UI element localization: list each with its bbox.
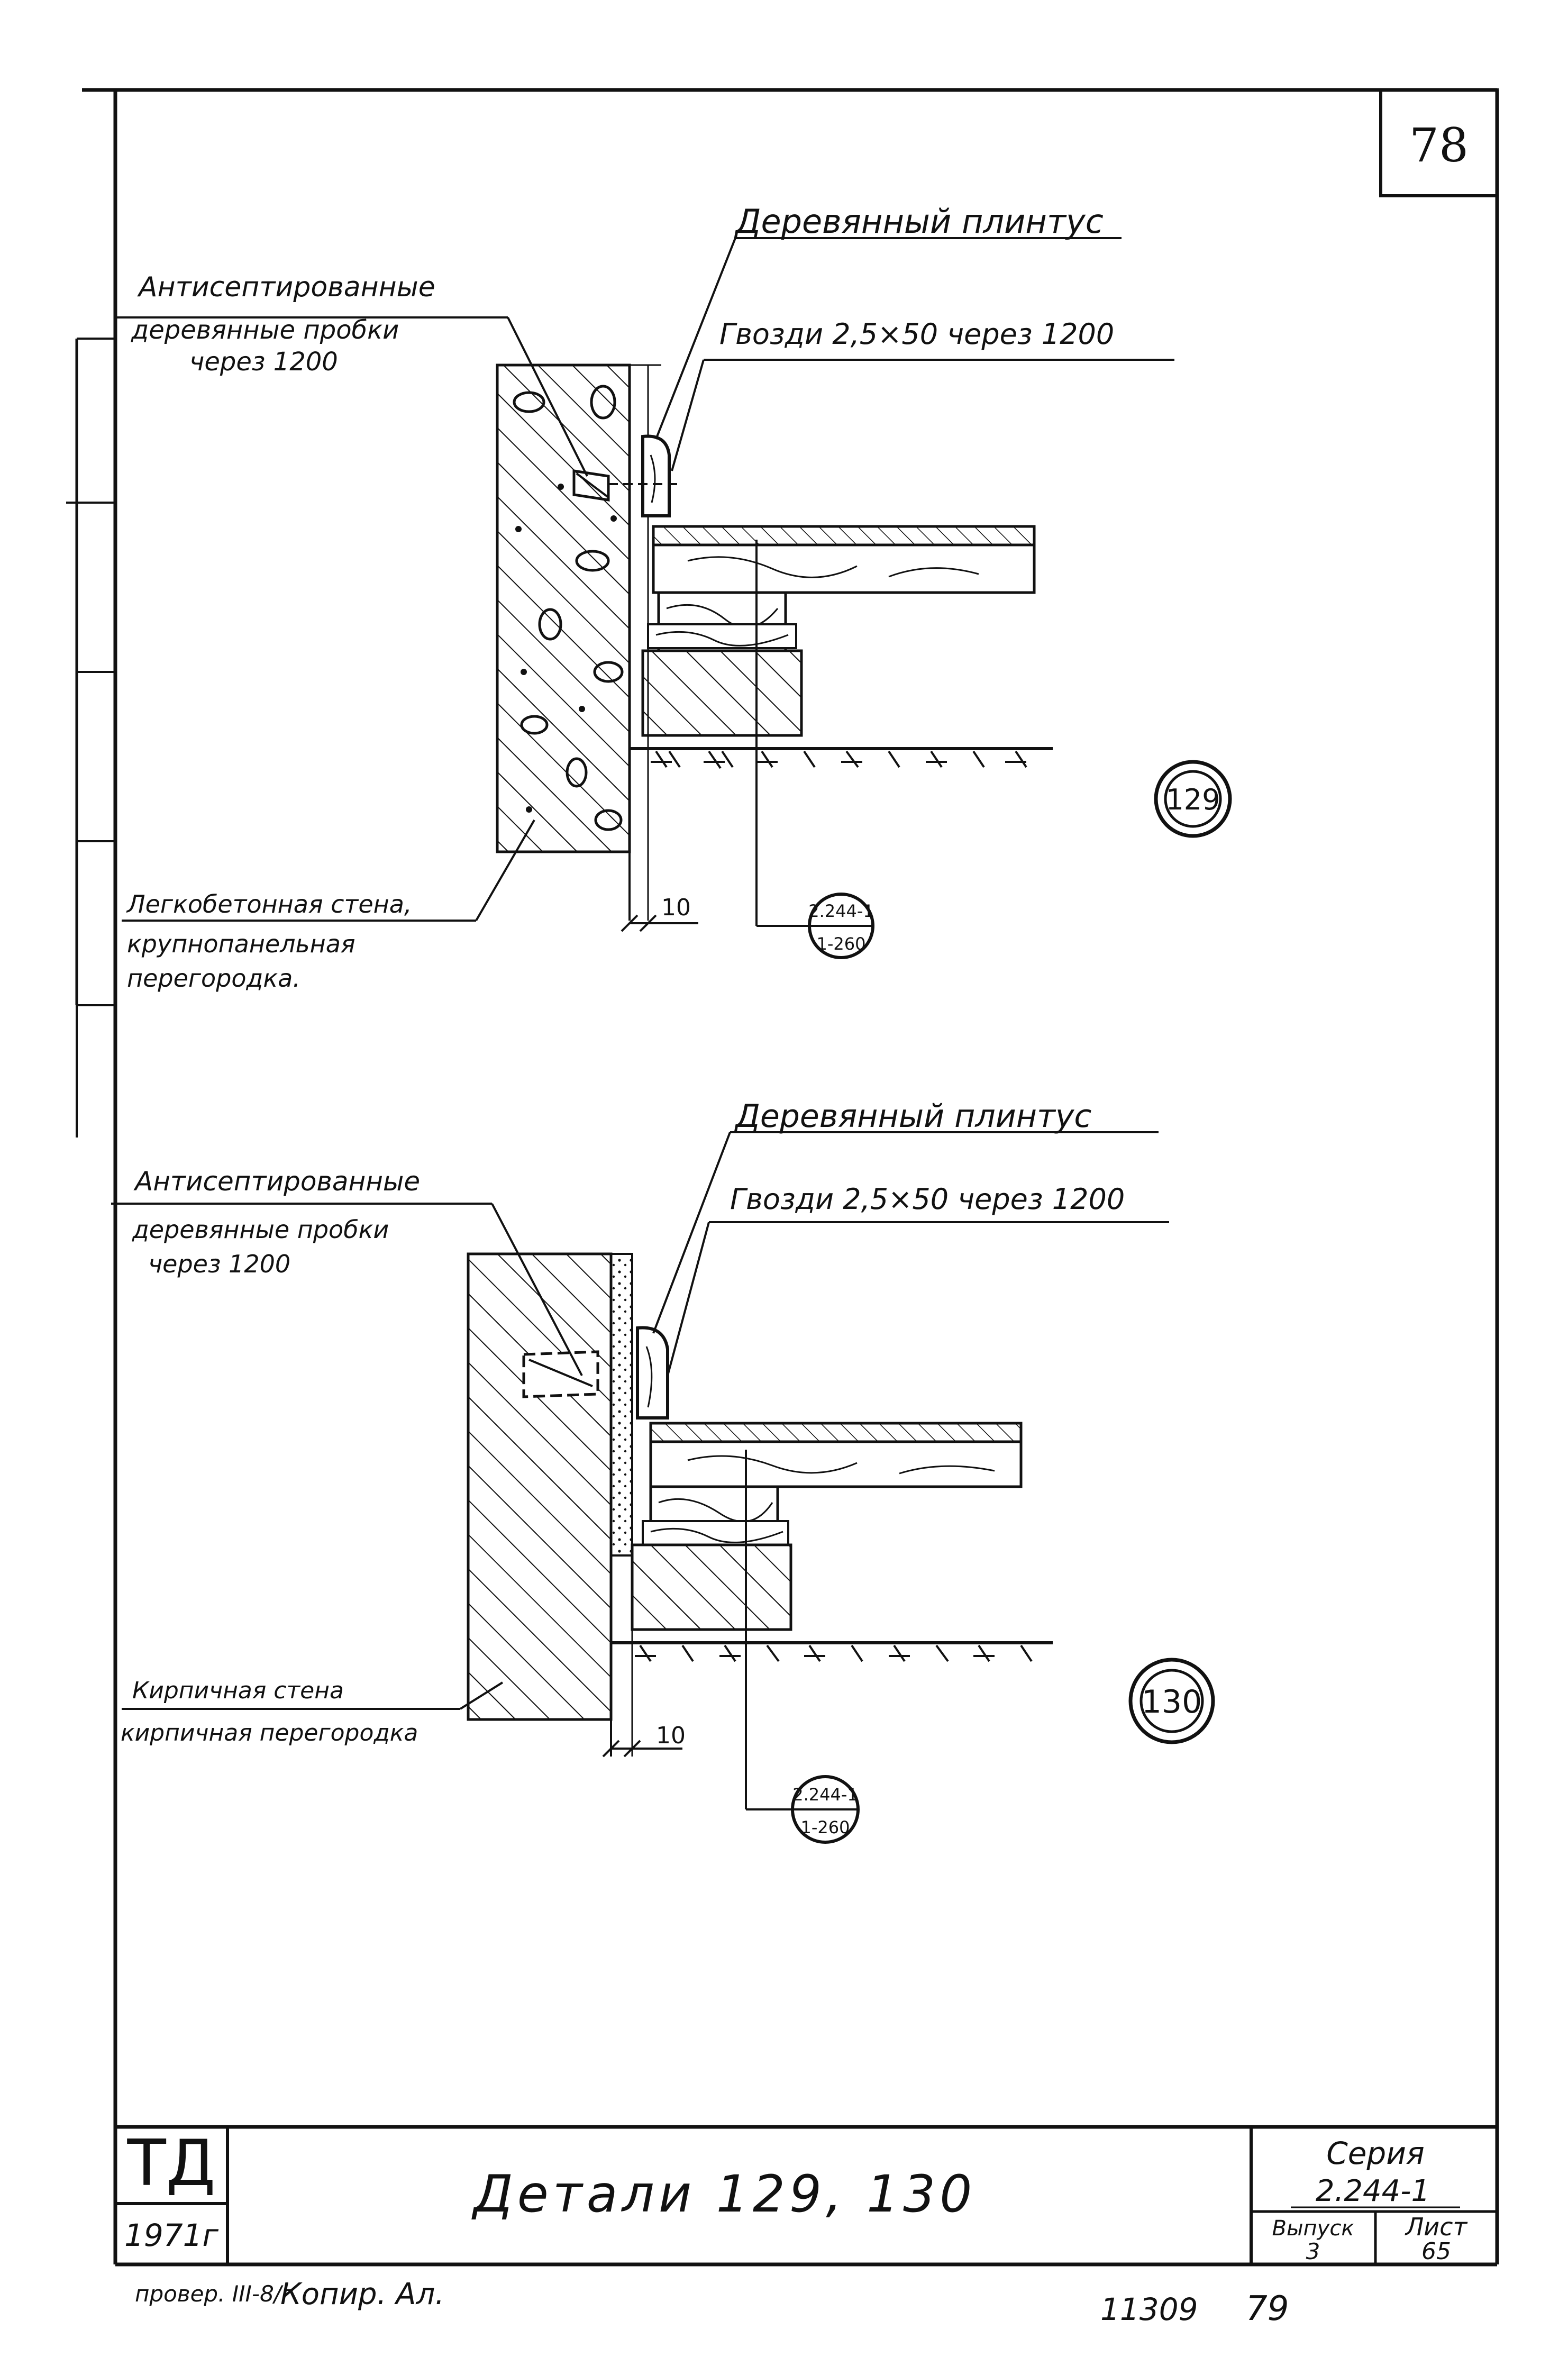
wall-label-130-line1: Кирпичная стена: [132, 1677, 344, 1704]
wall-label-130-line2: кирпичная перегородка: [121, 1719, 418, 1746]
issue-label: Выпуск: [1272, 2216, 1354, 2241]
sheet-title: Детали 129, 130: [471, 2164, 977, 2224]
floor-finish-130: [649, 1422, 1023, 1443]
wall-label-129-line2: крупнопанельная: [127, 930, 355, 958]
plaster-130: [610, 1253, 633, 1557]
sheet-value: 65: [1421, 2238, 1451, 2265]
floor-finish-129: [652, 525, 1036, 547]
wooden-plug-130: [522, 1350, 599, 1398]
svg-text:1-260: 1-260: [801, 1817, 850, 1837]
sheet-label: Лист: [1405, 2213, 1468, 2241]
detail-circle-130: 130: [1128, 1658, 1215, 1744]
svg-text:2.244-1: 2.244-1: [808, 901, 874, 921]
plugs-label-130-line2: деревянные пробки: [132, 1215, 389, 1244]
detail-circle-129: 129: [1154, 760, 1232, 838]
column-129: [641, 649, 803, 737]
sheet-number: 78: [1409, 118, 1469, 172]
plinth-129: [641, 434, 671, 517]
year-label: 1971г: [124, 2217, 219, 2253]
sheet-frame: [66, 88, 1499, 2267]
plugs-label-130-line1: Антисептированные: [133, 1166, 420, 1197]
concrete-wall-129: [496, 363, 631, 853]
series-label: Серия: [1326, 2135, 1425, 2171]
wall-label-129-line1: Легкобетонная стена,: [126, 890, 412, 918]
concrete-aggregate-129: [513, 385, 624, 831]
detail-129: 10 2.244-1 1-260 129 Деревянный плинтус …: [114, 202, 1232, 993]
plugs-label-129-line2: деревянные пробки: [131, 315, 399, 345]
detail-130: 10 2.244-1 1-260 130 Деревянный плинтус …: [111, 1098, 1215, 1844]
plugs-label-129-line3: через 1200: [189, 347, 338, 377]
page-number: 79: [1246, 2289, 1289, 2328]
footer: провер. III-8/г Копир. Ал. 11309 79: [135, 2277, 1289, 2328]
nails-label-129: Гвозди 2,5×50 через 1200: [719, 317, 1114, 351]
svg-text:2.244-1: 2.244-1: [792, 1785, 858, 1805]
dim-gap-130: 10: [656, 1722, 686, 1749]
reference-marker-129: 2.244-1 1-260: [808, 893, 874, 959]
floor-board-130: [649, 1440, 1023, 1488]
copied-by: Копир. Ал.: [280, 2277, 444, 2312]
svg-text:1-260: 1-260: [817, 934, 866, 954]
title-block: ТД 1971г Детали 129, 130 Серия 2.244-1 В…: [115, 2125, 1497, 2265]
org-label: ТД: [126, 2127, 215, 2200]
reference-marker-130: 2.244-1 1-260: [791, 1775, 860, 1844]
nails-label-130: Гвозди 2,5×50 через 1200: [730, 1182, 1125, 1216]
wall-label-129-line3: перегородка.: [127, 964, 300, 993]
signature: провер. III-8/г: [135, 2281, 294, 2307]
brick-wall-130: [467, 1252, 613, 1721]
doc-number: 11309: [1100, 2291, 1198, 2327]
floor-board-129: [652, 543, 1036, 594]
plinth-label-130: Деревянный плинтус: [734, 1098, 1091, 1135]
plinth-label-129: Деревянный плинтус: [734, 202, 1104, 241]
issue-value: 3: [1306, 2238, 1320, 2264]
plugs-label-130-line3: через 1200: [148, 1250, 290, 1278]
svg-text:129: 129: [1165, 783, 1220, 816]
column-130: [631, 1543, 792, 1631]
svg-text:130: 130: [1142, 1684, 1202, 1721]
wooden-plug-129: [572, 469, 610, 502]
plugs-label-129-line1: Антисептированные: [137, 271, 435, 303]
sheet-number-box: 78: [1379, 88, 1499, 197]
series-value: 2.244-1: [1316, 2174, 1430, 2208]
plinth-130: [636, 1326, 669, 1419]
dim-gap-129: 10: [661, 894, 691, 921]
